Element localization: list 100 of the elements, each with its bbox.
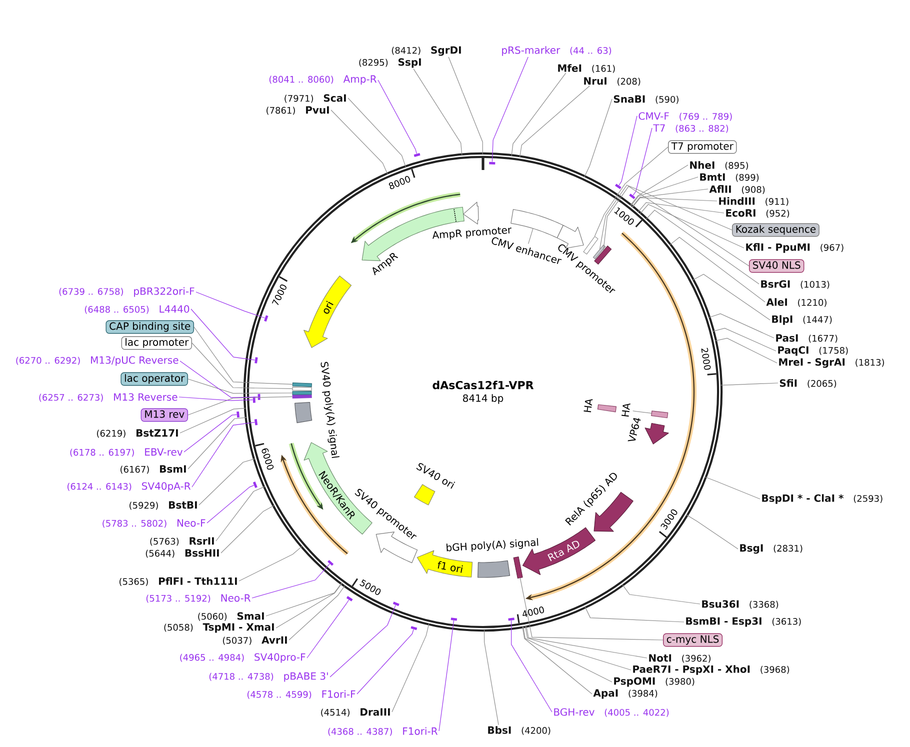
site-number: (5929) (130, 502, 158, 510)
feature-tag: lac promoter (121, 336, 192, 350)
primer-mark (346, 596, 353, 602)
primer-range: (6270 .. 6292) (16, 356, 80, 365)
feature-mark (292, 391, 312, 395)
primer-range: (4005 .. 4022) (604, 708, 669, 717)
primer-name: Amp-R (343, 75, 377, 85)
leader-line (522, 626, 612, 682)
leader-line (348, 98, 406, 168)
primer-name: EBV-rev (145, 448, 183, 456)
leader-line (330, 604, 396, 678)
tick-label: 8000 (388, 176, 410, 190)
leader-line (180, 408, 246, 434)
leader-line (288, 585, 346, 640)
primer-range: (769 .. 789) (680, 112, 732, 121)
leader-line (714, 338, 778, 364)
leader-line (603, 186, 750, 266)
leader-line (216, 486, 266, 542)
site-number: (3980) (666, 678, 694, 686)
primer-mark (254, 357, 258, 364)
leader-line (630, 164, 688, 206)
primer-name: M13 Reverse (114, 393, 178, 401)
site-number: (3984) (628, 690, 658, 698)
site-number: (6167) (120, 466, 149, 474)
enzyme-name: EcoRI (726, 209, 756, 217)
site-number: (590) (656, 96, 678, 104)
leader-line (720, 382, 778, 386)
site-number: (1447) (803, 316, 832, 324)
site-number: (3613) (772, 618, 801, 626)
site-number: (8412) (392, 46, 420, 55)
site-number: (5763) (150, 538, 179, 546)
tick-label: 2000 (701, 348, 711, 370)
enzyme-name: TspMI - XmaI (202, 623, 274, 633)
site-number: (5365) (120, 578, 148, 586)
enzyme-name: MreI - SgrAI (779, 358, 845, 368)
leader-line (520, 86, 590, 158)
tick-label: 6000 (262, 448, 274, 470)
site-number: (1013) (800, 280, 830, 289)
leader-line (522, 626, 592, 694)
enzyme-name: BspDI * - ClaI * (762, 494, 844, 504)
primer-name: BGH-rev (554, 708, 594, 716)
enzyme-name: AvrII (262, 636, 287, 644)
enzyme-name: BssHII (185, 549, 219, 557)
primer-range: (4368 .. 4387) (328, 728, 392, 736)
site-number: (1813) (856, 358, 884, 367)
site-number: (5058) (164, 624, 193, 632)
enzyme-name: PaeR7I - PspXI - XhoI (633, 665, 750, 675)
site-number: (6219) (97, 430, 126, 438)
leader-line (632, 188, 708, 208)
enzyme-name: BstZ17I (136, 429, 178, 437)
primer-range: (4965 .. 4984) (180, 654, 244, 662)
enzyme-name: KflI - PpuMI (746, 243, 810, 253)
site-number: (4514) (321, 708, 350, 717)
primer-mark (258, 394, 260, 400)
primer-mark (508, 618, 514, 621)
enzyme-name: PaqCI (778, 346, 808, 356)
site-number: (1210) (798, 298, 826, 307)
leader-line (600, 184, 732, 250)
primer-name: pRS-marker (502, 46, 560, 56)
enzyme-name: AleI (766, 298, 787, 306)
leader-line (413, 68, 462, 156)
leader-line (184, 414, 237, 452)
feature-tag: T7 promoter (668, 140, 737, 154)
primer-name: F1ori-F (322, 690, 356, 698)
enzyme-name: Bsu36I (702, 600, 739, 608)
site-number: (3962) (682, 654, 710, 663)
feature-block: f1 ori (416, 550, 473, 578)
enzyme-name: BsgI (740, 544, 763, 554)
leader-line (584, 98, 612, 178)
primer-name: CMV-F (638, 112, 669, 120)
leader-line (192, 422, 255, 488)
leader-line (392, 623, 430, 712)
tick-label: 7000 (272, 284, 286, 306)
enzyme-name: ApaI (593, 689, 618, 699)
plasmid-size: 8414 bp (463, 394, 504, 404)
feature-label: HA (584, 399, 593, 412)
feature-mark (292, 382, 312, 387)
enzyme-name: BsrGI (761, 280, 790, 288)
site-number: (3368) (750, 600, 778, 609)
enzyme-name: PvuI (306, 106, 329, 114)
primer-range: (5783 .. 5802) (102, 520, 166, 528)
tick-label: 4000 (522, 606, 544, 617)
primer-range: (44 .. 63) (570, 46, 612, 55)
site-number: (8295) (359, 58, 388, 67)
enzyme-name: DraIII (360, 708, 390, 716)
plasmid-name: dAsCas12f1-VPR (432, 380, 534, 390)
primer-range: (863 .. 882) (676, 124, 728, 133)
leader-line (198, 458, 256, 506)
leader-line (190, 308, 256, 360)
feature-mark (292, 386, 312, 391)
enzyme-name: AflII (709, 185, 731, 193)
leader-line (206, 485, 254, 524)
primer-mark (236, 411, 240, 418)
primer-range: (6124 .. 6143) (68, 482, 132, 491)
leader-line (192, 342, 293, 389)
site-number: (2831) (774, 544, 802, 553)
feature-block: ori (304, 276, 352, 348)
primer-name: M13/pUC Reverse (91, 356, 178, 366)
enzyme-name: BlpI (772, 315, 792, 325)
site-number: (1758) (819, 346, 848, 355)
